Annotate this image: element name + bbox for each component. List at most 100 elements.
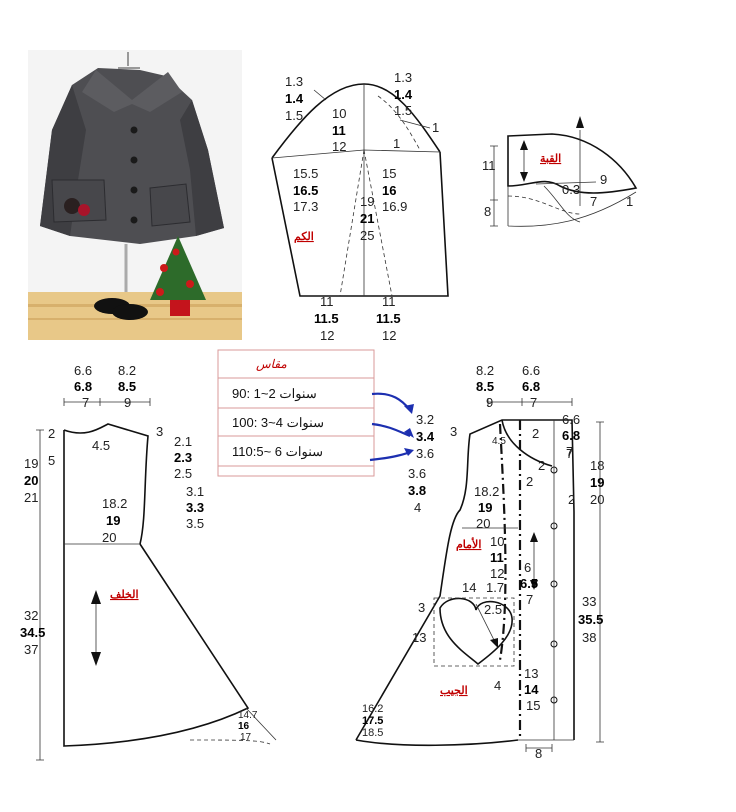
back-hem-2: 16 [238, 721, 250, 732]
front-mid-1: 10 [490, 534, 504, 549]
front-two-a: 2 [532, 426, 539, 441]
back-hem-1: 14.7 [238, 710, 258, 721]
back-side-3: 21 [24, 490, 38, 505]
front-arm-3: 4 [414, 500, 421, 515]
size-arrows [369, 392, 414, 462]
front-arm-1: 3.6 [408, 466, 426, 481]
front-btn-2: 6.5 [520, 576, 538, 591]
size-table [217, 349, 375, 477]
sleeve-bottom-right-2: 11.5 [376, 311, 401, 326]
front-low-2: 14 [524, 682, 539, 697]
back-arm-2: 3.3 [186, 500, 204, 515]
sleeve-right-cap-3: 1.5 [394, 103, 412, 118]
front-width-3: 20 [476, 516, 490, 531]
sleeve-left-width-3: 17.3 [293, 199, 318, 214]
sleeve-left-width-1: 15.5 [293, 166, 318, 181]
sleeve-right-width-1: 15 [382, 166, 396, 181]
back-shoulder-2: 2.3 [174, 450, 192, 465]
collar-pattern [490, 116, 638, 227]
front-two-d: 2 [568, 492, 575, 507]
back-top-a-3: 7 [82, 395, 89, 410]
sleeve-left-cap-2: 1.4 [285, 91, 304, 106]
back-pattern [36, 398, 277, 761]
front-top-a-3: 7 [530, 395, 537, 410]
back-length-1: 32 [24, 608, 38, 623]
back-length-2: 34.5 [20, 625, 45, 640]
back-neck: 4.5 [92, 438, 110, 453]
sleeve-cap-height-2: 11 [332, 123, 346, 138]
collar-a: 0.3 [562, 182, 580, 197]
back-shoulder-1: 2.1 [174, 434, 192, 449]
front-neck: 4.5 [492, 436, 506, 447]
sleeve-left-width-2: 16.5 [293, 183, 318, 198]
front-len-2: 35.5 [578, 612, 603, 627]
front-hem-1: 16.2 [362, 703, 383, 715]
front-width-1: 18.2 [474, 484, 499, 499]
back-three: 3 [156, 424, 163, 439]
front-width-2: 19 [478, 500, 492, 515]
back-top-a-1: 6.6 [74, 363, 92, 378]
sleeve-right-width-2: 16 [382, 183, 396, 198]
front-low-3: 15 [526, 698, 540, 713]
back-label: الخلف [110, 589, 139, 601]
front-pocket-b: 4 [494, 678, 501, 693]
front-mid-3: 12 [490, 566, 504, 581]
sleeve-left-cap-3: 1.5 [285, 108, 303, 123]
collar-label: القبة [540, 153, 561, 165]
front-arm-2: 3.8 [408, 483, 426, 498]
sleeve-bottom-left-3: 12 [320, 328, 334, 343]
front-btn-3: 7 [526, 592, 533, 607]
front-top-b-3: 9 [486, 395, 493, 410]
sleeve-bottom-right-1: 11 [382, 294, 396, 309]
sleeve-small-1: 1 [432, 120, 439, 135]
front-right-2: 6.8 [562, 428, 580, 443]
collar-b: 7 [590, 194, 597, 209]
front-seven: 7 [566, 446, 573, 461]
front-mid-2: 11 [490, 550, 504, 565]
back-two: 2 [48, 426, 55, 441]
sleeve-small-2: 1 [393, 136, 400, 151]
back-width-3: 20 [102, 530, 116, 545]
back-top-b-3: 9 [124, 395, 131, 410]
collar-c: 1 [626, 194, 633, 209]
front-side-1: 18 [590, 458, 604, 473]
front-right-3: 7 [566, 444, 573, 459]
back-hem-3: 17 [240, 732, 252, 743]
size-row-1: 90: 1~2 سنوات [232, 386, 317, 402]
back-shoulder-3: 2.5 [174, 466, 192, 481]
front-shoulder-2: 3.4 [416, 429, 435, 444]
sleeve-length-2: 21 [360, 211, 374, 226]
back-top-b-1: 8.2 [118, 363, 136, 378]
collar-h1: 11 [482, 158, 496, 173]
front-label: الأمام [456, 537, 481, 551]
back-side-2: 20 [24, 473, 38, 488]
sleeve-cap-height-3: 12 [332, 139, 346, 154]
back-width-1: 18.2 [102, 496, 127, 511]
back-length-3: 37 [24, 642, 38, 657]
front-eight: 8 [535, 746, 542, 761]
front-three: 3 [450, 424, 457, 439]
size-row-2: 100: 3~4 سنوات [232, 415, 324, 431]
sleeve-label: الكم [294, 231, 314, 243]
front-pocket-top-1: 14 [462, 580, 476, 595]
back-arm-1: 3.1 [186, 484, 204, 499]
front-pocket-r: 2.5 [484, 602, 502, 617]
back-side-1: 19 [24, 456, 38, 471]
front-len-1: 33 [582, 594, 596, 609]
front-two-c: 2 [526, 474, 533, 489]
front-pattern [355, 398, 604, 752]
sleeve-right-cap-2: 1.4 [394, 87, 413, 102]
collar-w: 9 [600, 172, 607, 187]
sleeve-left-cap-1: 1.3 [285, 74, 303, 89]
sleeve-cap-height-1: 10 [332, 106, 346, 121]
front-two-b: 2 [538, 458, 545, 473]
front-top-b-2: 8.5 [476, 379, 494, 394]
front-top-a-2: 6.8 [522, 379, 540, 394]
front-hem-3: 18.5 [362, 727, 383, 739]
sleeve-bottom-left-1: 11 [320, 294, 334, 309]
front-btn-1: 6 [524, 560, 531, 575]
coat-photo [28, 50, 242, 340]
back-arm-3: 3.5 [186, 516, 204, 531]
sleeve-right-cap-1: 1.3 [394, 70, 412, 85]
